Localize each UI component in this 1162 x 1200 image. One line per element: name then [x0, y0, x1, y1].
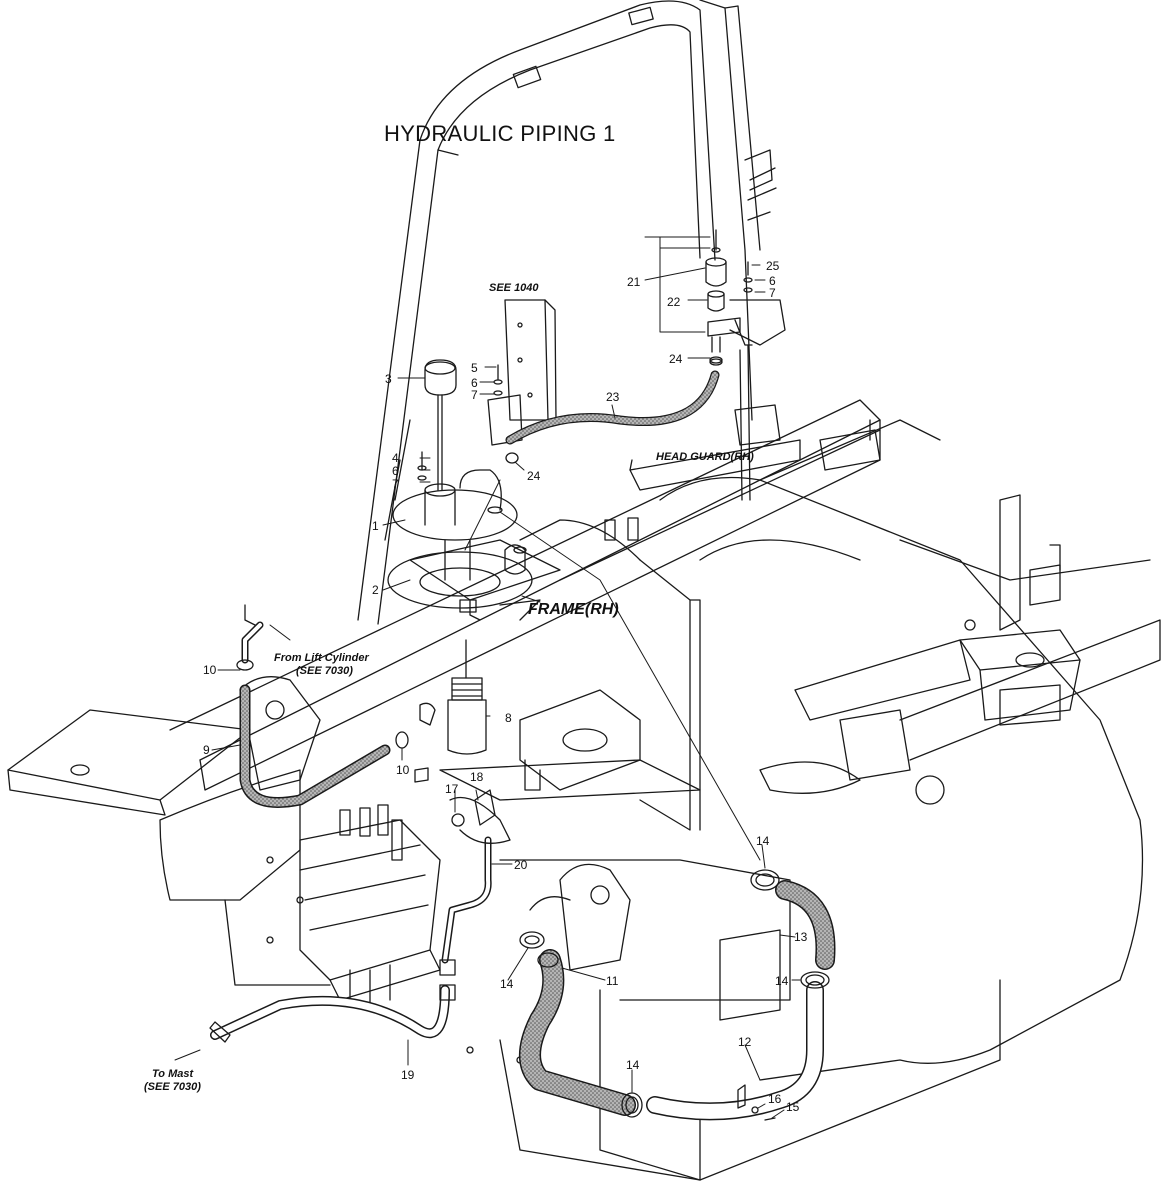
- callout-6-left: 6: [392, 464, 399, 478]
- callout-22: 22: [667, 295, 681, 309]
- head-guard-lower: [629, 344, 881, 501]
- callout-14-left: 14: [500, 977, 514, 991]
- callout-17: 17: [445, 782, 459, 796]
- callout-14-right: 14: [775, 974, 789, 988]
- frame-label: FRAME(RH): [528, 601, 619, 618]
- callout-6-mid: 6: [471, 376, 478, 390]
- callout-5: 5: [471, 361, 478, 375]
- callout-23: 23: [606, 390, 620, 404]
- callout-18: 18: [470, 770, 484, 784]
- callout-20: 20: [514, 858, 528, 872]
- callout-10-left: 10: [203, 663, 217, 677]
- callout-7-right: 7: [769, 286, 776, 300]
- top-mount-assembly: [705, 229, 786, 364]
- head-guard-frame: [357, 0, 777, 625]
- callout-14-top: 14: [756, 834, 770, 848]
- from-lift-cylinder-note: From Lift Cylinder: [274, 652, 369, 664]
- hoses: [210, 370, 836, 1121]
- callout-16: 16: [768, 1092, 782, 1106]
- callout-12: 12: [738, 1035, 752, 1049]
- callout-19: 19: [401, 1068, 415, 1082]
- callout-6-right: 6: [769, 274, 776, 288]
- callout-9: 9: [203, 743, 210, 757]
- callout-14-bottom: 14: [626, 1058, 640, 1072]
- to-mast-note: To Mast: [152, 1068, 194, 1080]
- callout-10-mid: 10: [396, 763, 410, 777]
- head-guard-label: HEAD GUARD(RH): [656, 451, 754, 463]
- callout-11: 11: [606, 974, 619, 988]
- callout-3: 3: [385, 372, 392, 386]
- leader-lines: [174, 236, 801, 1119]
- callout-15: 15: [786, 1100, 800, 1114]
- callout-21: 21: [627, 275, 641, 289]
- see-7030-lift-note: (SEE 7030): [296, 665, 353, 677]
- diagram-title: HYDRAULIC PIPING 1: [384, 121, 616, 146]
- return-filter: [447, 639, 487, 755]
- callout-2: 2: [372, 583, 379, 597]
- callout-8: 8: [505, 711, 512, 725]
- tank-cap-assembly: [387, 359, 561, 621]
- callout-25: 25: [766, 259, 780, 273]
- control-valve: [299, 804, 441, 1006]
- callout-24-mid: 24: [527, 469, 541, 483]
- main-frame: [7, 399, 1161, 1181]
- see-1040-note: SEE 1040: [489, 282, 539, 294]
- callout-24-top: 24: [669, 352, 683, 366]
- callout-7-mid: 7: [471, 388, 478, 402]
- callout-1: 1: [372, 519, 379, 533]
- see-7030-mast-note: (SEE 7030): [144, 1081, 201, 1093]
- clamps-fittings: [209, 358, 830, 1121]
- callout-13: 13: [794, 930, 808, 944]
- callout-7-left: 7: [392, 477, 399, 491]
- callout-4: 4: [392, 451, 399, 465]
